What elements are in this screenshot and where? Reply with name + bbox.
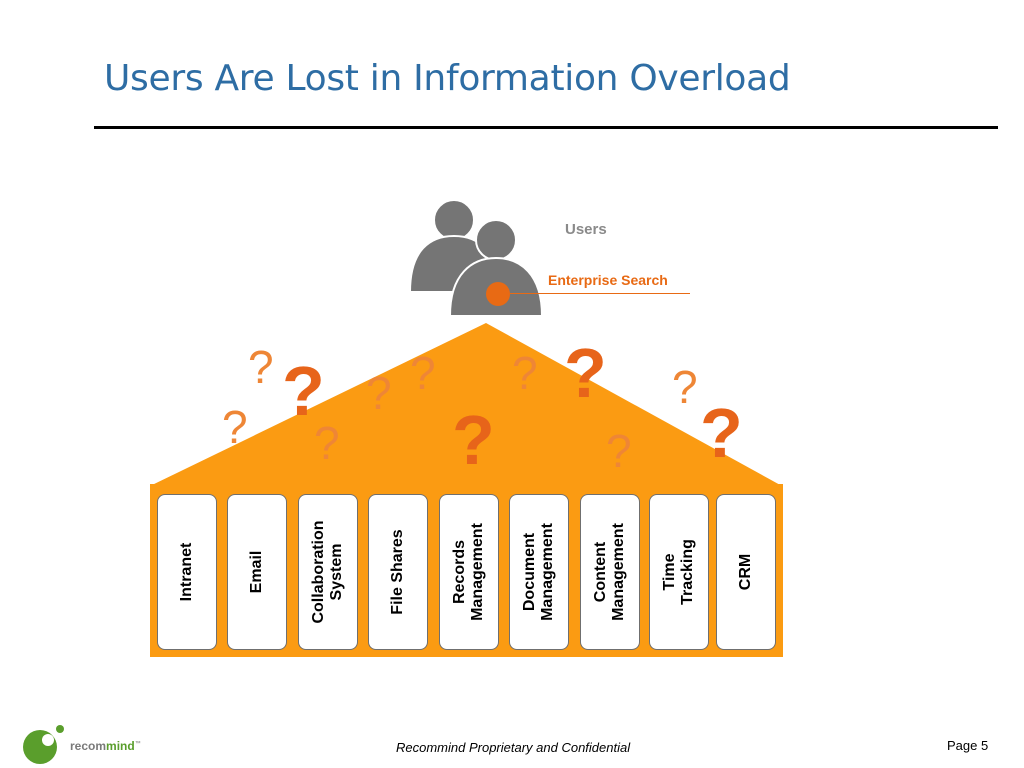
system-label: Content Management [592, 523, 627, 621]
system-label: CRM [737, 553, 754, 591]
title-underline [94, 126, 998, 129]
system-box-document-management: Document Management [509, 494, 569, 650]
callout-dot [486, 282, 510, 306]
callout-leader-line [510, 293, 690, 294]
question-mark-icon: ? [564, 334, 607, 412]
enterprise-search-label: Enterprise Search [548, 272, 668, 288]
system-box-crm: CRM [716, 494, 776, 650]
recommind-logo [23, 725, 64, 764]
system-label: Records Management [451, 523, 486, 621]
slide-title: Users Are Lost in Information Overload [104, 58, 791, 99]
question-mark-icon: ? [366, 367, 392, 419]
page-number: Page 5 [947, 738, 989, 753]
question-mark-icon: ? [606, 425, 632, 477]
users-label: Users [565, 221, 607, 238]
system-box-time-tracking: Time Tracking [649, 494, 709, 650]
question-mark-icon: ? [512, 347, 538, 399]
system-box-records-management: Records Management [439, 494, 499, 650]
system-label: Time Tracking [661, 539, 696, 605]
question-mark-icon: ? [314, 417, 340, 469]
system-box-intranet: Intranet [157, 494, 217, 650]
question-mark-icon: ? [672, 361, 698, 413]
question-mark-icon: ? [700, 394, 743, 472]
system-label: Document Management [521, 523, 556, 621]
question-mark-icon: ? [248, 341, 274, 393]
system-label: Email [248, 550, 265, 594]
question-mark-icon: ? [282, 352, 325, 430]
system-box-file-shares: File Shares [368, 494, 428, 650]
system-label: Collaboration System [310, 520, 345, 624]
system-box-collaboration: Collaboration System [298, 494, 358, 650]
footer-confidential: Recommind Proprietary and Confidential [396, 740, 631, 755]
users-icon [408, 199, 544, 317]
question-mark-icon: ? [222, 401, 248, 453]
system-label: Intranet [178, 542, 195, 602]
logo-wordmark: recommind™ [70, 739, 141, 753]
system-box-email: Email [227, 494, 287, 650]
system-box-content-management: Content Management [580, 494, 640, 650]
house-roof [150, 323, 782, 486]
question-mark-icon: ? [452, 401, 495, 479]
question-mark-icon: ? [410, 347, 436, 399]
system-label: File Shares [389, 529, 406, 615]
